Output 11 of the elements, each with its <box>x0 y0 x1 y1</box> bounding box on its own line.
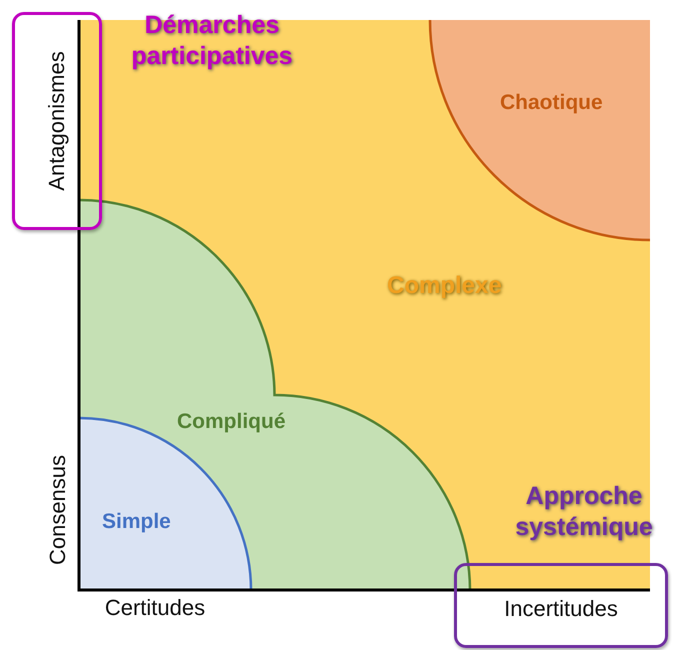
highlight-frame <box>454 563 668 648</box>
axis-label: Certitudes <box>104 595 206 621</box>
region-label: Simple <box>102 510 171 534</box>
region-label: Compliqué <box>177 410 286 434</box>
axis-label: Antagonismes <box>44 51 70 191</box>
axis-label: Incertitudes <box>504 596 618 622</box>
region-label: Chaotique <box>500 91 603 115</box>
highlight-frame <box>12 12 102 230</box>
annotation-heading: Démarches participatives <box>130 10 294 72</box>
axis-label: Consensus <box>45 454 71 566</box>
region-label: Complexe <box>387 272 502 300</box>
